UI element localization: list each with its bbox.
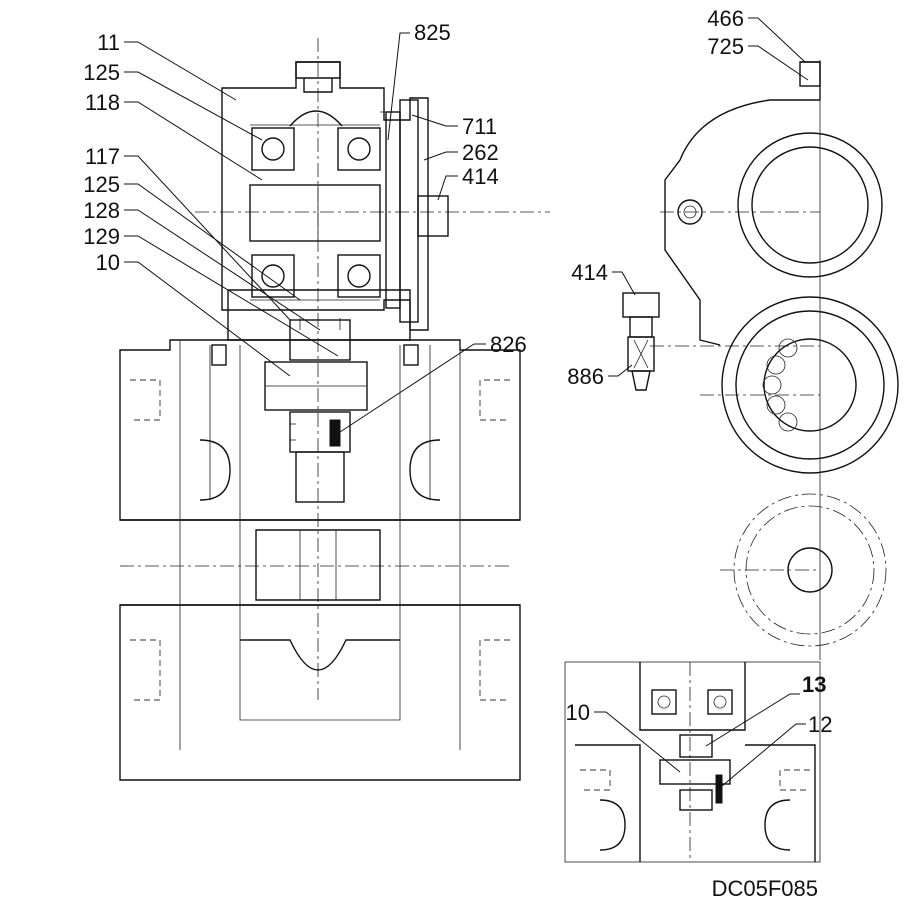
main-section-view (119, 38, 550, 781)
callout-117: 117 (85, 144, 120, 169)
callout-13: 13 (802, 672, 826, 697)
detail-view-upper (622, 60, 899, 660)
callout-118: 118 (85, 90, 120, 115)
callout-12: 12 (808, 712, 832, 737)
callout-labels: 11 125 118 117 125 128 129 10 825 711 26… (83, 6, 832, 901)
callout-466: 466 (707, 6, 744, 31)
callout-825: 825 (414, 20, 451, 45)
callout-414-main: 414 (462, 164, 499, 189)
callout-725: 725 (707, 34, 744, 59)
callout-128: 128 (83, 198, 120, 223)
callout-262: 262 (462, 140, 499, 165)
callout-10-main: 10 (96, 250, 120, 275)
callout-711: 711 (462, 114, 497, 139)
callout-125-lower: 125 (83, 172, 120, 197)
callout-129: 129 (83, 224, 120, 249)
callout-886: 886 (567, 364, 604, 389)
callout-826: 826 (490, 332, 527, 357)
callout-125-upper: 125 (83, 60, 120, 85)
leader-lines (124, 17, 809, 787)
callout-10-detail: 10 (566, 700, 590, 725)
callout-11: 11 (97, 30, 120, 55)
figure-id: DC05F085 (712, 876, 818, 901)
detail-view-lower (564, 661, 821, 863)
callout-414-detail: 414 (571, 260, 608, 285)
